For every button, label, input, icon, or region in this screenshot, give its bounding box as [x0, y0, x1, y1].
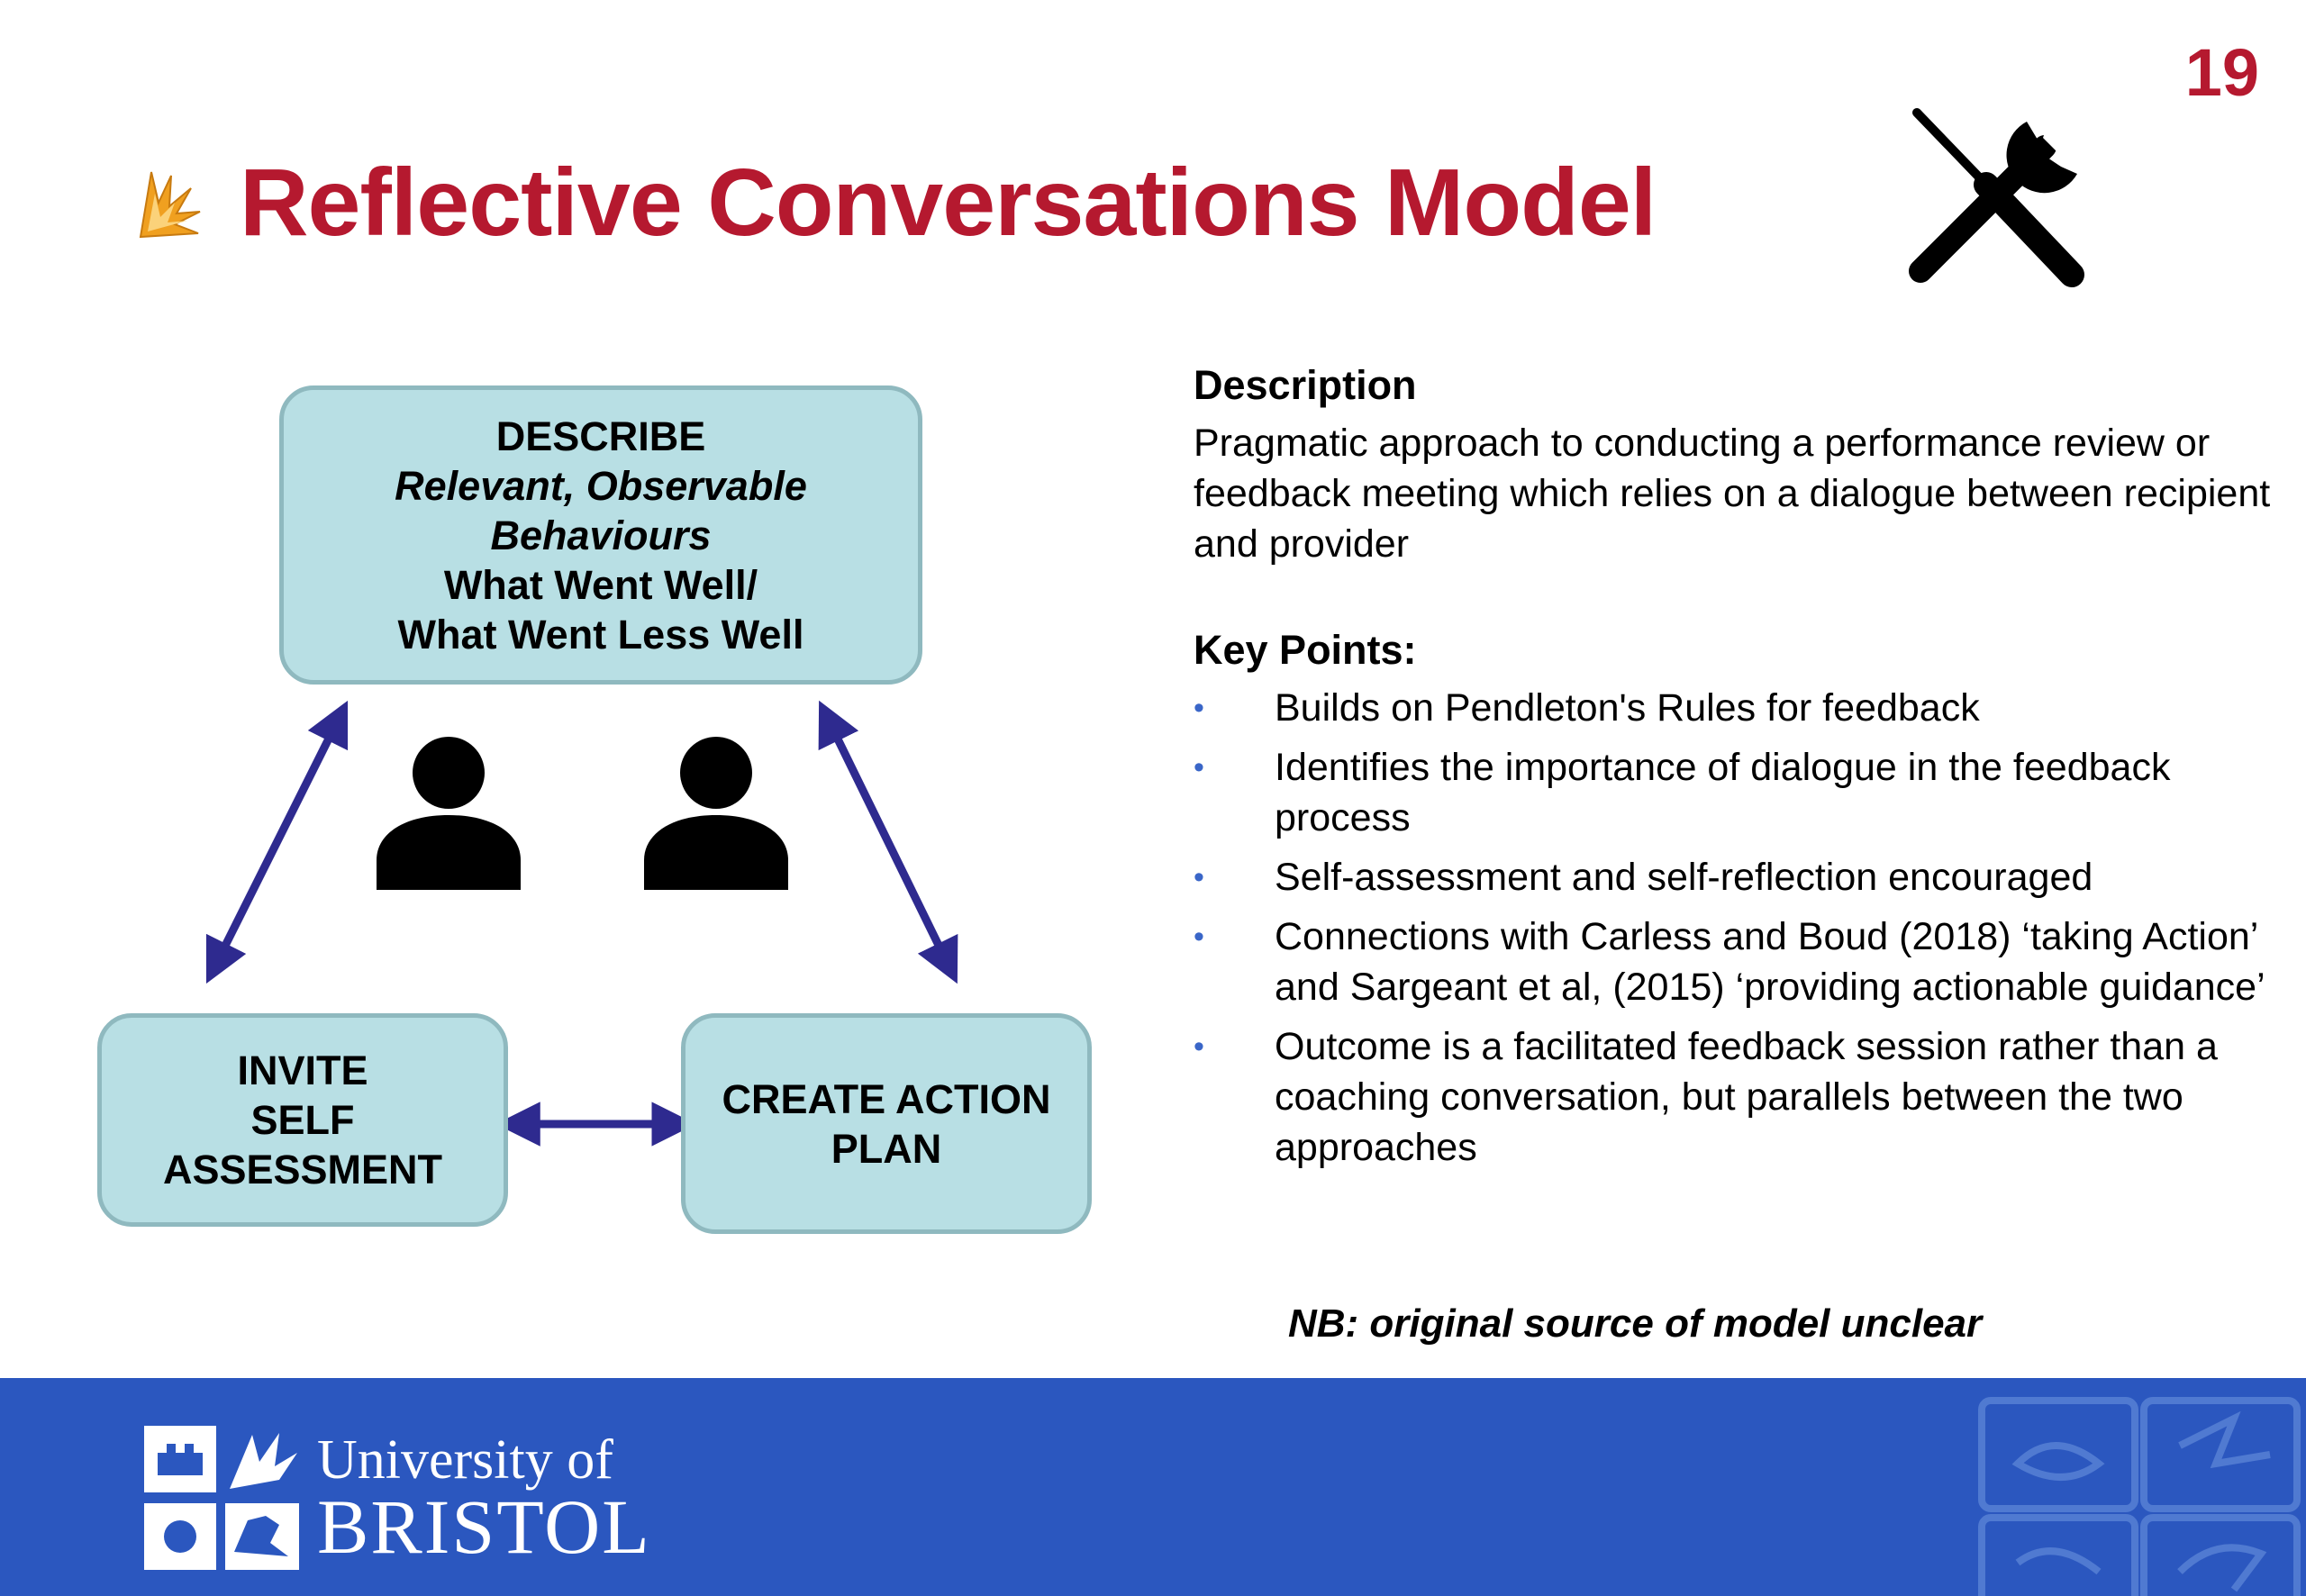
reflective-model-diagram: DESCRIBE Relevant, Observable Behaviours…	[0, 0, 1126, 1306]
university-crest-icon	[144, 1426, 299, 1570]
invite-line-3: ASSESSMENT	[162, 1147, 443, 1192]
title-row: Reflective Conversations Model	[135, 144, 1657, 261]
describe-italic-2: Behaviours	[490, 512, 712, 558]
invite-line-2: SELF	[250, 1097, 355, 1143]
describe-heading: DESCRIBE	[495, 413, 706, 459]
person-icon	[377, 737, 521, 890]
bullet-icon: •	[1194, 1029, 1204, 1064]
text-column: Description Pragmatic approach to conduc…	[1194, 360, 2274, 1182]
university-name-line2: BRISTOL	[317, 1483, 651, 1570]
create-line-1: CREATE ACTION	[722, 1075, 1051, 1122]
person-icon	[644, 737, 788, 890]
screwdriver-wrench-icon	[1909, 108, 2084, 287]
footer-bar: University of BRISTOL	[0, 1378, 2306, 1596]
page-title: Reflective Conversations Model	[240, 149, 1657, 256]
list-item: •Outcome is a facilitated feedback sessi…	[1194, 1021, 2274, 1173]
describe-went-well: What Went Well/	[443, 561, 758, 608]
key-points-heading: Key Points:	[1194, 627, 1417, 673]
sun-flame-icon	[139, 171, 201, 239]
university-name: University of BRISTOL	[317, 1429, 651, 1570]
bullet-icon: •	[1194, 750, 1204, 784]
key-points-list: •Builds on Pendleton's Rules for feedbac…	[1194, 683, 2274, 1173]
description-body: Pragmatic approach to conducting a perfo…	[1194, 422, 2271, 566]
diagram-arrows	[205, 700, 958, 1147]
create-line-2: PLAN	[831, 1125, 942, 1172]
arrow-describe-invite	[205, 700, 349, 984]
invite-self-assessment-box: INVITE SELF ASSESSMENT	[97, 1013, 508, 1227]
describe-italic-1: Relevant, Observable	[395, 462, 807, 509]
list-item: •Builds on Pendleton's Rules for feedbac…	[1194, 683, 2274, 733]
bullet-icon: •	[1194, 691, 1204, 725]
university-logo: University of BRISTOL	[144, 1421, 651, 1574]
university-name-line1: University of	[317, 1429, 613, 1491]
crest-watermark-icon	[1978, 1397, 2301, 1596]
describe-box: DESCRIBE Relevant, Observable Behaviours…	[279, 385, 922, 685]
invite-line-1: INVITE	[237, 1047, 368, 1093]
bullet-icon: •	[1194, 920, 1204, 954]
slide-number: 19	[2184, 35, 2259, 110]
list-item: •Self-assessment and self-reflection enc…	[1194, 852, 2274, 902]
arrow-describe-create	[818, 700, 958, 984]
describe-went-less-well: What Went Less Well	[397, 611, 804, 657]
description-heading: Description	[1194, 362, 1417, 408]
create-action-plan-box: CREATE ACTION PLAN	[681, 1013, 1092, 1234]
source-note: NB: original source of model unclear	[1288, 1301, 1983, 1346]
list-item: •Connections with Carless and Boud (2018…	[1194, 911, 2274, 1012]
list-item: •Identifies the importance of dialogue i…	[1194, 742, 2274, 843]
bullet-icon: •	[1194, 860, 1204, 894]
